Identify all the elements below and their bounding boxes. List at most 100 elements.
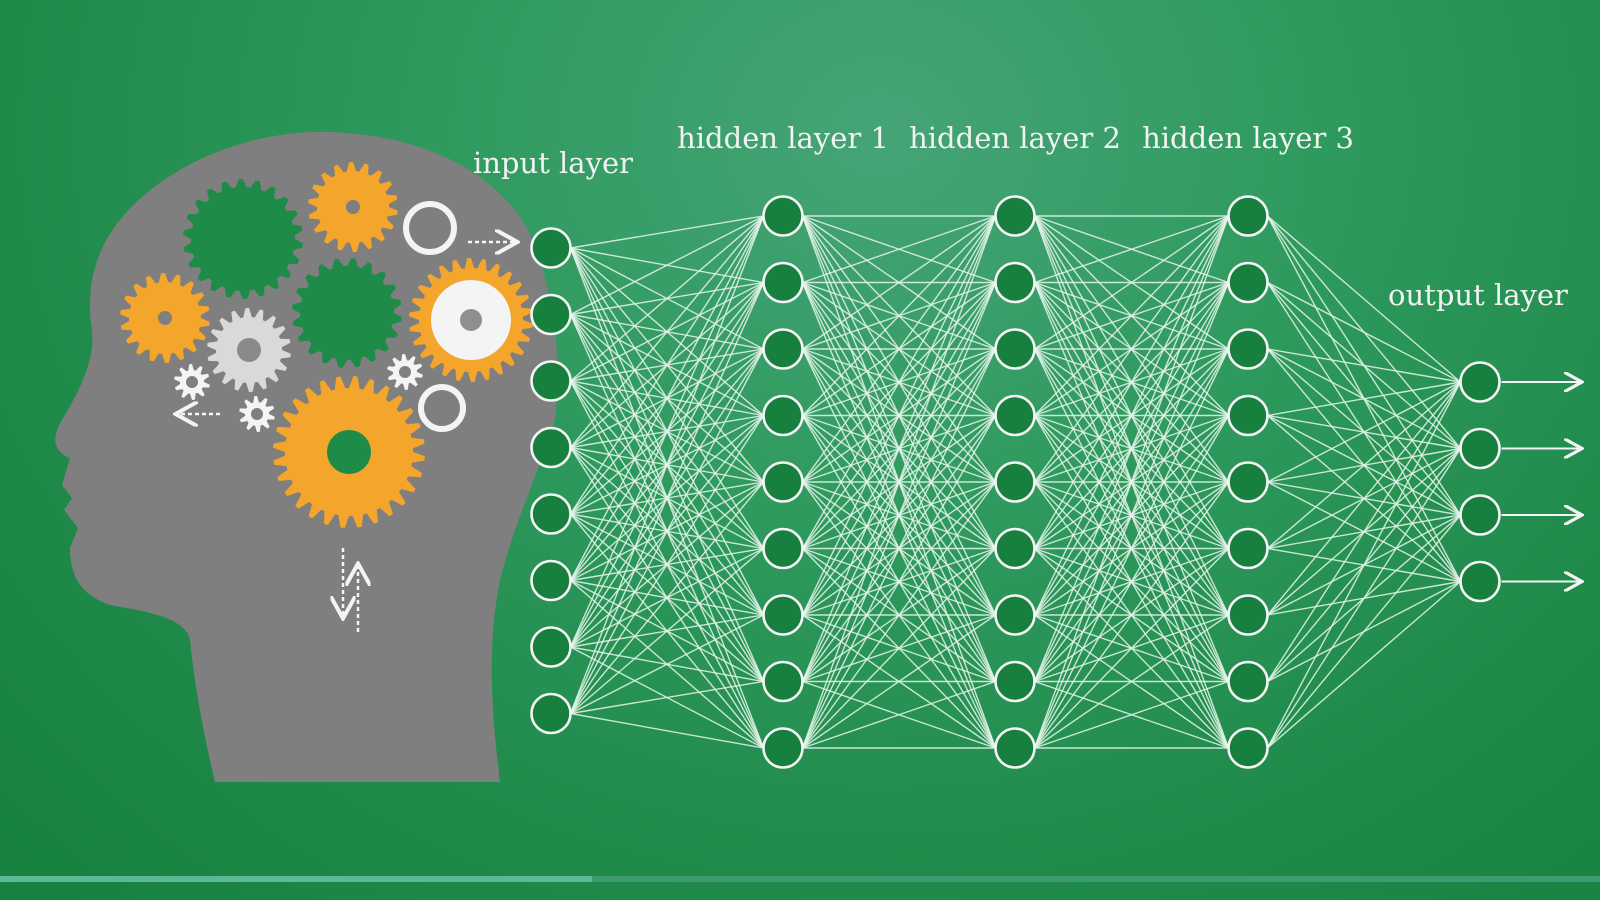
layer-1-node-6 bbox=[762, 594, 804, 636]
network-edge bbox=[1266, 381, 1462, 682]
layer-1-node-2 bbox=[762, 328, 804, 370]
layer-2-node-1 bbox=[994, 261, 1036, 304]
network-edge bbox=[1266, 381, 1462, 749]
gear-white-small-1-icon-hub bbox=[186, 376, 198, 388]
network-edge bbox=[1033, 215, 1230, 549]
layer-3-node-2 bbox=[1227, 328, 1269, 370]
network-edge bbox=[1034, 215, 1229, 350]
network-edge bbox=[570, 680, 764, 715]
gear-white-small-3-icon-hub bbox=[399, 366, 411, 378]
network-edge bbox=[1033, 282, 1230, 749]
hidden-layer-1-label: hidden layer 1 bbox=[677, 121, 889, 155]
head-gears-illustration bbox=[55, 131, 558, 783]
network-edge bbox=[801, 215, 997, 749]
gear-green-center-icon bbox=[292, 258, 402, 368]
layer-0-node-6 bbox=[530, 626, 572, 668]
network-edge bbox=[1267, 215, 1461, 383]
network-edge bbox=[1267, 348, 1461, 383]
network-edge bbox=[569, 282, 765, 714]
network-edge bbox=[802, 215, 996, 350]
gear-white-small-2-icon-hub bbox=[251, 408, 263, 420]
network-edge bbox=[1267, 381, 1461, 550]
layer-0-node-0 bbox=[530, 227, 572, 269]
network-edge bbox=[802, 614, 996, 749]
network-edge bbox=[570, 712, 764, 749]
wheel-icon-1 bbox=[418, 384, 466, 432]
layer-4-node-1 bbox=[1459, 427, 1501, 470]
input-layer-label: input layer bbox=[473, 146, 633, 180]
wheel-icon-0 bbox=[403, 201, 457, 255]
network-edge bbox=[569, 215, 765, 648]
network-edge bbox=[801, 415, 997, 749]
layer-3-node-6 bbox=[1227, 594, 1269, 636]
layer-3-node-5 bbox=[1227, 527, 1269, 570]
network-edge bbox=[802, 680, 996, 749]
layer-3-node-7 bbox=[1227, 660, 1269, 703]
network-edge bbox=[801, 215, 997, 616]
network-edge bbox=[1033, 215, 1230, 416]
network-edge bbox=[1033, 215, 1230, 682]
network-edges bbox=[569, 215, 1462, 749]
network-edge bbox=[1033, 215, 1230, 483]
layer-1-node-5 bbox=[762, 527, 804, 570]
network-edge bbox=[1033, 348, 1230, 749]
layer-0-node-3 bbox=[530, 426, 572, 469]
gear-yellow-top-icon-hub bbox=[346, 200, 360, 214]
network-edge bbox=[801, 548, 997, 749]
network-edge bbox=[1267, 381, 1461, 417]
network-nodes bbox=[530, 195, 1501, 769]
network-edge bbox=[801, 348, 997, 749]
layer-3-node-4 bbox=[1227, 461, 1269, 503]
network-edge bbox=[1267, 580, 1461, 749]
video-progress-fill bbox=[0, 876, 592, 882]
network-edge bbox=[802, 215, 996, 284]
layer-1-node-0 bbox=[762, 195, 804, 237]
layer-1-node-7 bbox=[762, 660, 804, 703]
hidden-layer-2-label: hidden layer 2 bbox=[909, 121, 1121, 155]
network-edge bbox=[569, 481, 765, 714]
network-edge bbox=[1034, 215, 1229, 284]
gear-white-left-icon-hub bbox=[237, 338, 261, 362]
network-edge bbox=[570, 215, 764, 382]
network-edge bbox=[570, 614, 764, 715]
network-edge bbox=[801, 215, 997, 416]
video-progress-bar[interactable] bbox=[0, 876, 1600, 882]
gear-green-top-icon bbox=[183, 179, 303, 299]
layer-0-node-5 bbox=[530, 559, 572, 602]
network-edge bbox=[569, 415, 765, 714]
network-edge bbox=[569, 348, 765, 714]
layer-3-node-0 bbox=[1227, 195, 1269, 237]
network-edge bbox=[569, 215, 765, 448]
network-edge bbox=[1034, 680, 1229, 749]
layer-0-node-7 bbox=[530, 692, 572, 735]
network-edge bbox=[569, 215, 765, 515]
network-edge bbox=[801, 215, 997, 682]
network-edge bbox=[1033, 548, 1230, 749]
layer-2-node-4 bbox=[994, 461, 1036, 503]
layer-2-node-6 bbox=[994, 594, 1036, 636]
network-edge bbox=[1266, 448, 1462, 749]
output-arrows bbox=[1501, 382, 1581, 582]
layer-4-node-3 bbox=[1459, 560, 1501, 603]
network-edge bbox=[1033, 215, 1230, 749]
hidden-layer-3-label: hidden layer 3 bbox=[1142, 121, 1354, 155]
network-edge bbox=[1267, 381, 1461, 483]
layer-2-node-2 bbox=[994, 328, 1036, 370]
layer-3-node-1 bbox=[1227, 261, 1269, 304]
layer-2-node-5 bbox=[994, 527, 1036, 570]
network-edge bbox=[801, 215, 997, 483]
layer-2-node-3 bbox=[994, 394, 1036, 437]
network-edge bbox=[570, 215, 764, 249]
network-edge bbox=[1267, 281, 1461, 383]
network-edge bbox=[570, 547, 764, 715]
network-edge bbox=[1266, 381, 1462, 616]
gear-yellow-left-icon-hub bbox=[158, 311, 172, 325]
layer-3-node-8 bbox=[1227, 727, 1269, 769]
gear-yellow-bottom-icon-hub bbox=[327, 430, 371, 474]
layer-1-node-3 bbox=[762, 394, 804, 437]
layer-1-node-4 bbox=[762, 461, 804, 503]
network-edge bbox=[1033, 215, 1230, 616]
network-edge bbox=[1033, 481, 1230, 749]
layer-3-node-3 bbox=[1227, 394, 1269, 437]
layer-0-node-1 bbox=[530, 293, 572, 336]
